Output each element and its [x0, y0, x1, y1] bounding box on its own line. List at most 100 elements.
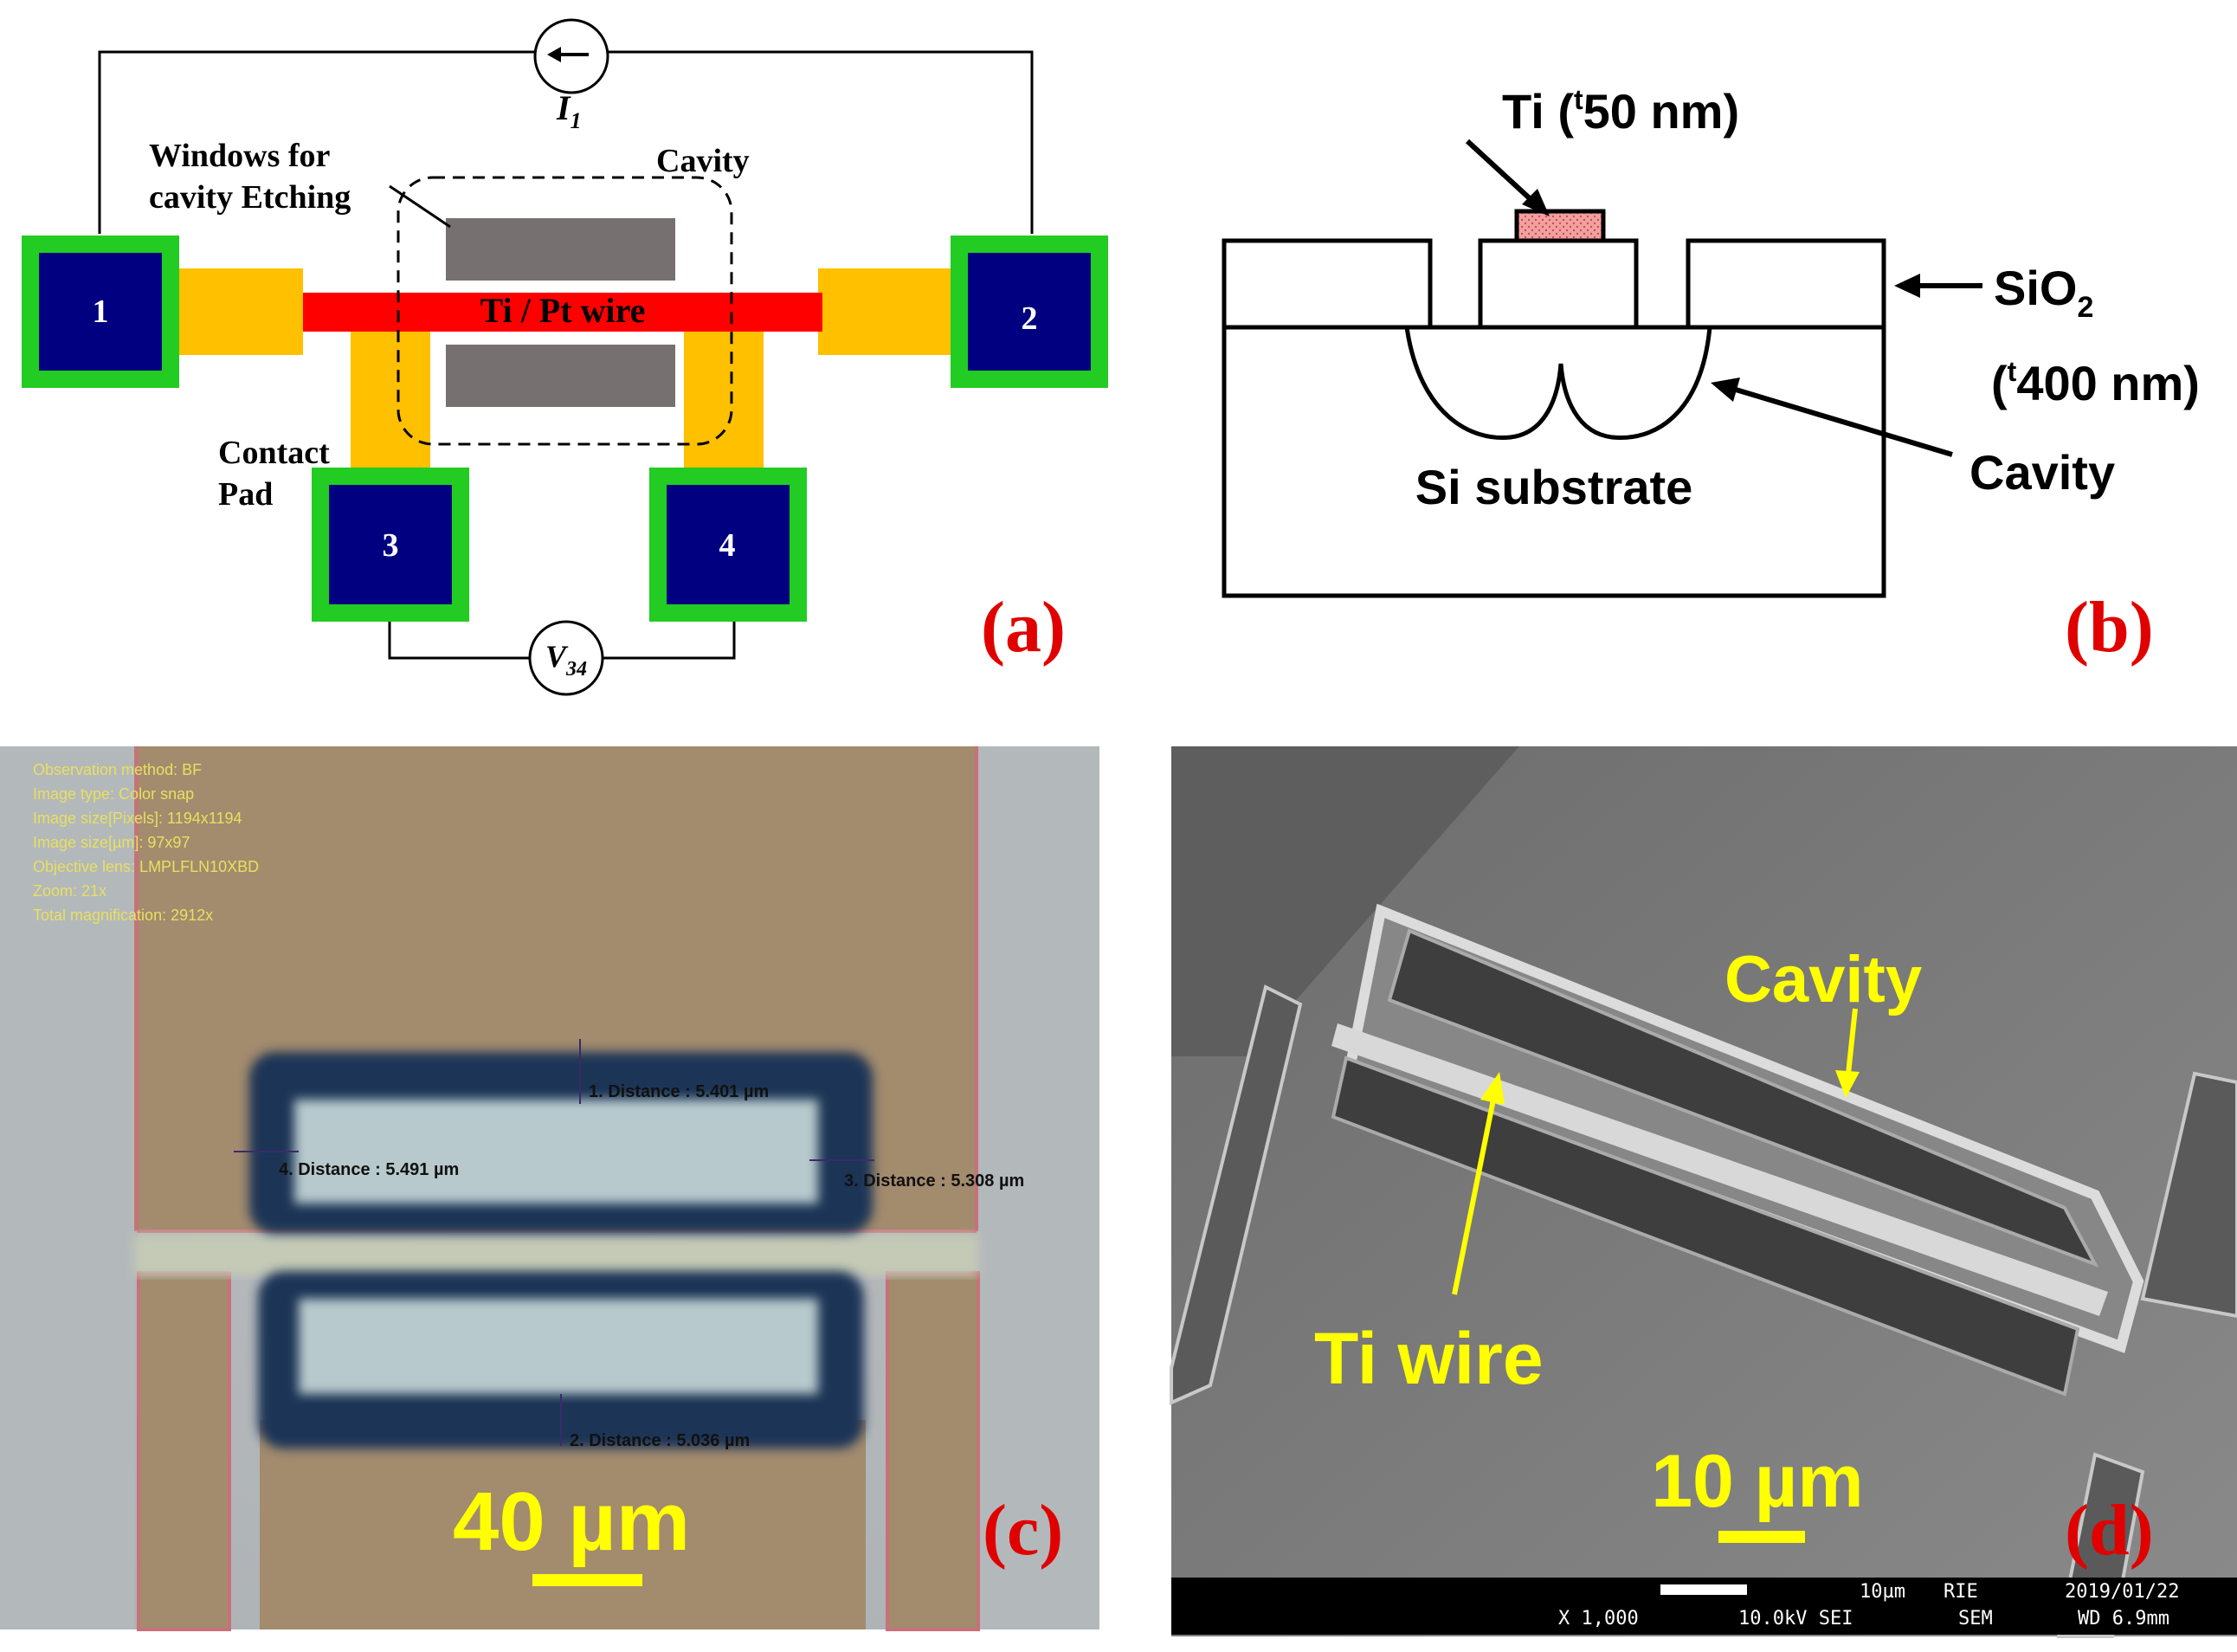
pad-3-label: 3 [383, 527, 399, 564]
sem-date: 2019/01/22 [2065, 1581, 2179, 1603]
voltmeter-symbol [528, 620, 604, 696]
voltmeter-wire [388, 622, 530, 660]
voltmeter-label: V [545, 639, 569, 674]
sio2-block-right [1686, 238, 1886, 330]
pad-1: 1 [22, 236, 179, 388]
lead-right [818, 268, 952, 355]
sio2-thickness-suffix: 400 nm) [2016, 356, 2200, 410]
optical-cavity-bottom-inner [299, 1299, 818, 1394]
sio2-thickness-sup: t [2008, 356, 2017, 387]
lead-left [173, 268, 303, 355]
optical-wire-strip [134, 1234, 978, 1275]
scale-bar-d [1718, 1531, 1805, 1543]
ti-label-suffix: 50 nm) [1583, 84, 1740, 139]
info-line: Zoom: 21x [33, 882, 106, 900]
substrate-label: Si substrate [1415, 460, 1693, 514]
sem-voltage: 10.0kV SEI [1738, 1608, 1853, 1629]
info-line: Observation method: BF [33, 761, 202, 778]
current-loop-wire-right [602, 50, 1034, 234]
windows-label-line2: cavity Etching [149, 179, 351, 216]
scale-bar-label-c: 40 µm [453, 1475, 690, 1568]
measurement-1: 1. Distance : 5.401 µm [589, 1082, 769, 1101]
contact-label-line2: Pad [218, 476, 273, 513]
metal-area-right-edge [977, 746, 1099, 1629]
ti-layer [1514, 209, 1606, 243]
ti-label-sup: t [1574, 84, 1583, 115]
sem-detector: SEM [1958, 1608, 1993, 1629]
sio2-label-sub: 2 [2077, 291, 2093, 324]
microscope-info: Observation method: BF Image type: Color… [33, 761, 259, 924]
sem-dark-region [1171, 746, 1519, 1056]
metal-lead-bottom [260, 1420, 866, 1629]
info-line: Image type: Color snap [33, 785, 194, 803]
panel-b: Ti (t50 nm) SiO2 (t400 nm) Cavity Si sub… [1222, 84, 2200, 668]
cavity-outline [396, 176, 733, 446]
panel-a-label: (a) [981, 587, 1066, 668]
wire-label: Ti / Pt wire [480, 291, 646, 330]
sem-mode: RIE [1944, 1581, 1978, 1603]
cavity-arrow-head-d-icon [1835, 1070, 1860, 1098]
info-line: Objective lens: LMPLFLN10XBD [33, 858, 259, 875]
info-line: Image size[µm]: 97x97 [33, 834, 190, 851]
pad-2: 2 [951, 236, 1108, 388]
wire-arrow-head-d-icon [1480, 1072, 1505, 1105]
sem-trench-upper [1387, 928, 2099, 1268]
cavity-arrow [1735, 387, 1953, 457]
panel-c-label: (c) [983, 1490, 1063, 1571]
current-loop-wire [98, 50, 541, 234]
sio2-thickness-prefix: ( [1991, 356, 2008, 410]
cavity-arrow-d [1846, 1008, 1858, 1074]
panel-c: Observation method: BF Image type: Color… [0, 746, 1099, 1631]
ti-arrow-head-icon [1522, 189, 1550, 216]
sio2-block-left [1222, 238, 1433, 330]
current-label: I [556, 88, 571, 127]
ti-pt-wire [303, 293, 822, 332]
voltmeter-label-sub: 34 [565, 658, 587, 681]
sio2-block-center [1478, 238, 1639, 330]
sem-working-distance: WD 6.9mm [2078, 1608, 2169, 1629]
svg-text:SiO2: SiO2 [1994, 261, 2093, 324]
ti-label-prefix: Ti ( [1502, 84, 1574, 139]
etch-window-bottom [446, 345, 675, 407]
measurement-2: 2. Distance : 5.036 µm [570, 1431, 750, 1450]
svg-text:(t400 nm): (t400 nm) [1991, 356, 2200, 410]
sem-magnification: X 1,000 [1558, 1608, 1639, 1629]
sem-scale: 10µm [1860, 1581, 1905, 1603]
current-arrow-head-icon [547, 47, 561, 62]
sem-wire-bridge [1331, 1023, 2108, 1316]
panel-a: I1 Ti / Pt wire 1 2 3 [22, 18, 1108, 696]
pad-1-label: 1 [93, 294, 109, 330]
metal-lead-right [886, 1271, 980, 1631]
measurement-3: 3. Distance : 5.308 µm [844, 1171, 1024, 1191]
cavity-shape [1404, 325, 1712, 441]
sem-lead-right-top [2140, 1071, 2237, 1319]
voltmeter-wire-right [603, 622, 736, 660]
pad-4-label: 4 [719, 527, 736, 564]
sio2-label: SiO [1994, 261, 2077, 315]
sio2-arrow-head-icon [1894, 274, 1920, 298]
windows-label-line1: Windows for [149, 138, 331, 174]
metal-area-left-edge [0, 746, 134, 1629]
measurement-4: 4. Distance : 5.491 µm [279, 1160, 459, 1179]
sem-scale-marker [1660, 1584, 1747, 1595]
scale-bar-label-d: 10 µm [1651, 1440, 1864, 1523]
etch-window-top [446, 218, 675, 281]
pad-3: 3 [312, 468, 469, 622]
svg-text:I1: I1 [556, 88, 582, 133]
current-label-sub: 1 [571, 108, 582, 133]
windows-pointer [389, 184, 451, 229]
metal-lead-left [137, 1271, 231, 1631]
pad-2-label: 2 [1022, 300, 1038, 337]
contact-label-line1: Contact [218, 435, 330, 471]
svg-text:V34: V34 [545, 639, 587, 681]
wire-arrow-d [1452, 1099, 1496, 1295]
optical-cavity-top-inner [294, 1100, 818, 1204]
info-line: Total magnification: 2912x [33, 907, 213, 924]
svg-text:Ti (t50 nm): Ti (t50 nm) [1502, 84, 1739, 139]
sem-trench-lower [1331, 1055, 2080, 1397]
panel-d: Cavity Ti wire 10 µm (d) 10µm RIE 2019/0… [1170, 746, 2237, 1638]
scale-bar-c [532, 1574, 642, 1586]
ti-arrow [1465, 139, 1535, 203]
cavity-label-b: Cavity [1969, 445, 2115, 500]
